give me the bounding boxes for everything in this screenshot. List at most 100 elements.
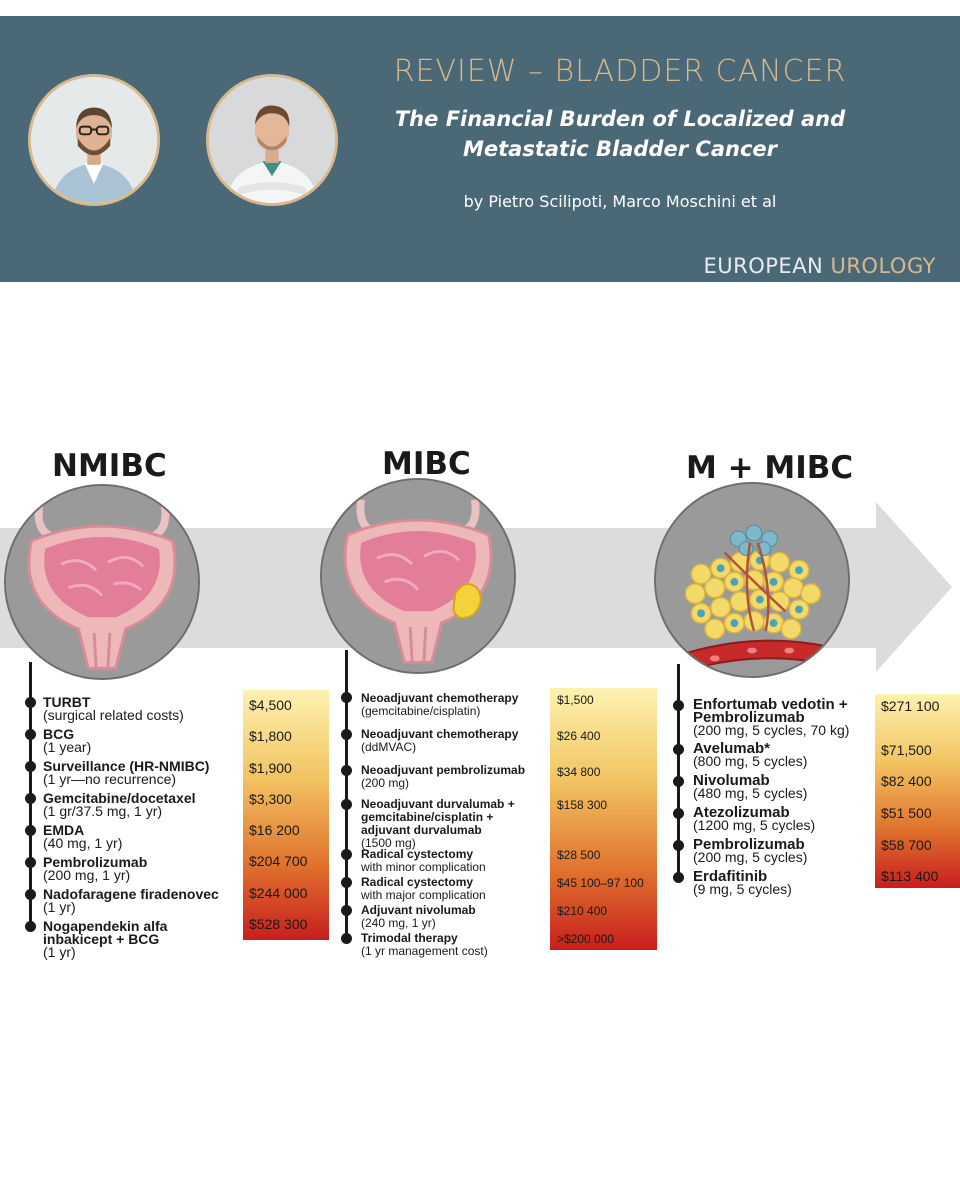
cost-erdafitinib: $113 400	[881, 868, 939, 884]
treatment-neoadjuvant-ddmvac: Neoadjuvant chemotherapy(ddMVAC)	[361, 728, 518, 754]
treatment-name: Avelumab*	[693, 740, 770, 757]
treatment-enfortumab: Enfortumab vedotin +Pembrolizumab(200 mg…	[693, 696, 850, 738]
treatment-nadofaragene: Nadofaragene firadenovec(1 yr)	[43, 886, 219, 914]
journal-name: EUROPEAN UROLOGY	[704, 254, 937, 278]
cost-nadofaragene: $244 000	[249, 885, 308, 901]
cost-avelumab: $71,500	[881, 742, 932, 758]
treatment-name: Neoadjuvant durvalumab +	[361, 797, 515, 811]
bullet	[673, 744, 684, 755]
treatment-detail: (1 yr management cost)	[361, 944, 488, 958]
cost-bcg: $1,800	[249, 728, 292, 744]
treatment-detail: (gemcitabine/cisplatin)	[361, 704, 481, 718]
article-title: The Financial Burden of Localized and Me…	[370, 104, 870, 164]
treatment-name: Surveillance (HR-NMIBC)	[43, 758, 210, 774]
cost-gradient-mibc	[550, 688, 657, 950]
bullet	[25, 697, 36, 708]
journal-name-part1: EUROPEAN	[703, 254, 824, 278]
bladder-illustration-mibc	[320, 478, 516, 674]
treatment-detail: (800 mg, 5 cycles)	[693, 753, 808, 769]
treatment-detail: (200 mg, 5 cycles, 70 kg)	[693, 722, 850, 738]
stage-title-mibc: MIBC	[382, 446, 471, 482]
treatment-name: Adjuvant nivolumab	[361, 903, 476, 917]
treatment-bcg: BCG(1 year)	[43, 727, 92, 755]
treatment-detail: (1200 mg, 5 cycles)	[693, 817, 816, 833]
treatment-atezolizumab: Atezolizumab(1200 mg, 5 cycles)	[693, 805, 816, 833]
cost-gradient-metastatic	[875, 694, 960, 888]
bullet	[341, 933, 352, 944]
review-title: REVIEW – BLADDER CANCER	[393, 54, 847, 89]
treatment-turbt: TURBT(surgical related costs)	[43, 694, 184, 722]
metastatic-cells-illustration	[654, 482, 850, 678]
treatment-detail: (240 mg, 1 yr)	[361, 916, 436, 930]
bullet	[673, 808, 684, 819]
treatment-detail: with minor complication	[361, 860, 486, 874]
treatment-name: Radical cystectomy	[361, 875, 474, 889]
bullet	[673, 872, 684, 883]
treatment-name: Gemcitabine/docetaxel	[43, 790, 196, 806]
cost-atezolizumab: $51 500	[881, 805, 932, 821]
timeline-line-metastatic	[677, 664, 680, 878]
treatment-neoadjuvant-pembrolizumab: Neoadjuvant pembrolizumab(200 mg)	[361, 764, 525, 790]
stage-title-nmibc: NMIBC	[52, 448, 167, 484]
progression-arrow-head	[876, 502, 952, 672]
treatment-name-cont: adjuvant durvalumab	[361, 823, 482, 837]
bullet	[25, 889, 36, 900]
treatment-detail: (9 mg, 5 cycles)	[693, 881, 792, 897]
bullet	[25, 825, 36, 836]
treatment-erdafitinib: Erdafitinib(9 mg, 5 cycles)	[693, 869, 792, 897]
treatment-name: Neoadjuvant chemotherapy	[361, 727, 519, 741]
treatment-neoadjuvant-gem-cis: Neoadjuvant chemotherapy(gemcitabine/cis…	[361, 692, 518, 718]
cost-surveillance: $1,900	[249, 760, 292, 776]
bullet	[341, 849, 352, 860]
cost-enfortumab: $271 100	[881, 698, 940, 714]
treatment-trimodal: Trimodal therapy(1 yr management cost)	[361, 932, 488, 958]
treatment-neoadjuvant-durvalumab: Neoadjuvant durvalumab +gemcitabine/cisp…	[361, 798, 515, 850]
treatment-name-cont: gemcitabine/cisplatin +	[361, 810, 494, 824]
cost-cystectomy-minor: $28 500	[557, 848, 601, 862]
cost-pembrolizumab-m: $58 700	[881, 837, 932, 853]
treatment-detail: (200 mg)	[361, 776, 410, 790]
treatment-name-cont: inbakicept + BCG	[43, 931, 160, 947]
treatment-detail: (200 mg, 5 cycles)	[693, 849, 808, 865]
treatment-detail: (1 yr)	[43, 944, 76, 960]
bullet	[341, 905, 352, 916]
treatment-name: Neoadjuvant chemotherapy	[361, 691, 519, 705]
bullet	[25, 729, 36, 740]
header-banner: REVIEW – BLADDER CANCER The Financial Bu…	[0, 16, 960, 282]
cost-emda: $16 200	[249, 822, 300, 838]
treatment-detail: (40 mg, 1 yr)	[43, 835, 123, 851]
cost-nivolumab: $82 400	[881, 773, 932, 789]
author-photo-2	[206, 74, 338, 206]
treatment-detail: (200 mg, 1 yr)	[43, 867, 131, 883]
treatment-detail: (1 gr/37.5 mg, 1 yr)	[43, 803, 163, 819]
bullet	[341, 729, 352, 740]
cost-cystectomy-major: $45 100–97 100	[557, 876, 644, 890]
treatment-name: Nadofaragene firadenovec	[43, 886, 219, 902]
treatment-adjuvant-nivolumab: Adjuvant nivolumab(240 mg, 1 yr)	[361, 904, 476, 930]
treatment-name: Nivolumab	[693, 772, 770, 789]
cost-gradient-nmibc	[243, 690, 329, 940]
treatment-detail: (1 year)	[43, 739, 92, 755]
timeline-line-mibc	[345, 650, 348, 940]
cost-neoadjuvant-gem-cis: $1,500	[557, 693, 594, 707]
article-title-line1: The Financial Burden of Localized and	[394, 107, 846, 131]
bullet	[25, 921, 36, 932]
treatment-name: TURBT	[43, 694, 91, 710]
cost-neoadjuvant-pembrolizumab: $34 800	[557, 765, 601, 779]
treatment-nivolumab: Nivolumab(480 mg, 5 cycles)	[693, 772, 807, 800]
cost-trimodal: >$200 000	[557, 932, 615, 946]
treatment-pembrolizumab: Pembrolizumab(200 mg, 1 yr)	[43, 854, 148, 883]
cost-turbt: $4,500	[249, 697, 292, 713]
treatment-detail: (ddMVAC)	[361, 740, 417, 754]
bullet	[673, 776, 684, 787]
treatment-name: Enfortumab vedotin +	[693, 696, 848, 713]
bullet	[25, 793, 36, 804]
author-photo-1	[28, 74, 160, 206]
treatment-name: Pembrolizumab	[43, 854, 148, 870]
cost-neoadjuvant-durvalumab: $158 300	[557, 798, 608, 812]
bullet	[25, 857, 36, 868]
treatment-detail: (1 yr—no recurrence)	[43, 771, 177, 787]
